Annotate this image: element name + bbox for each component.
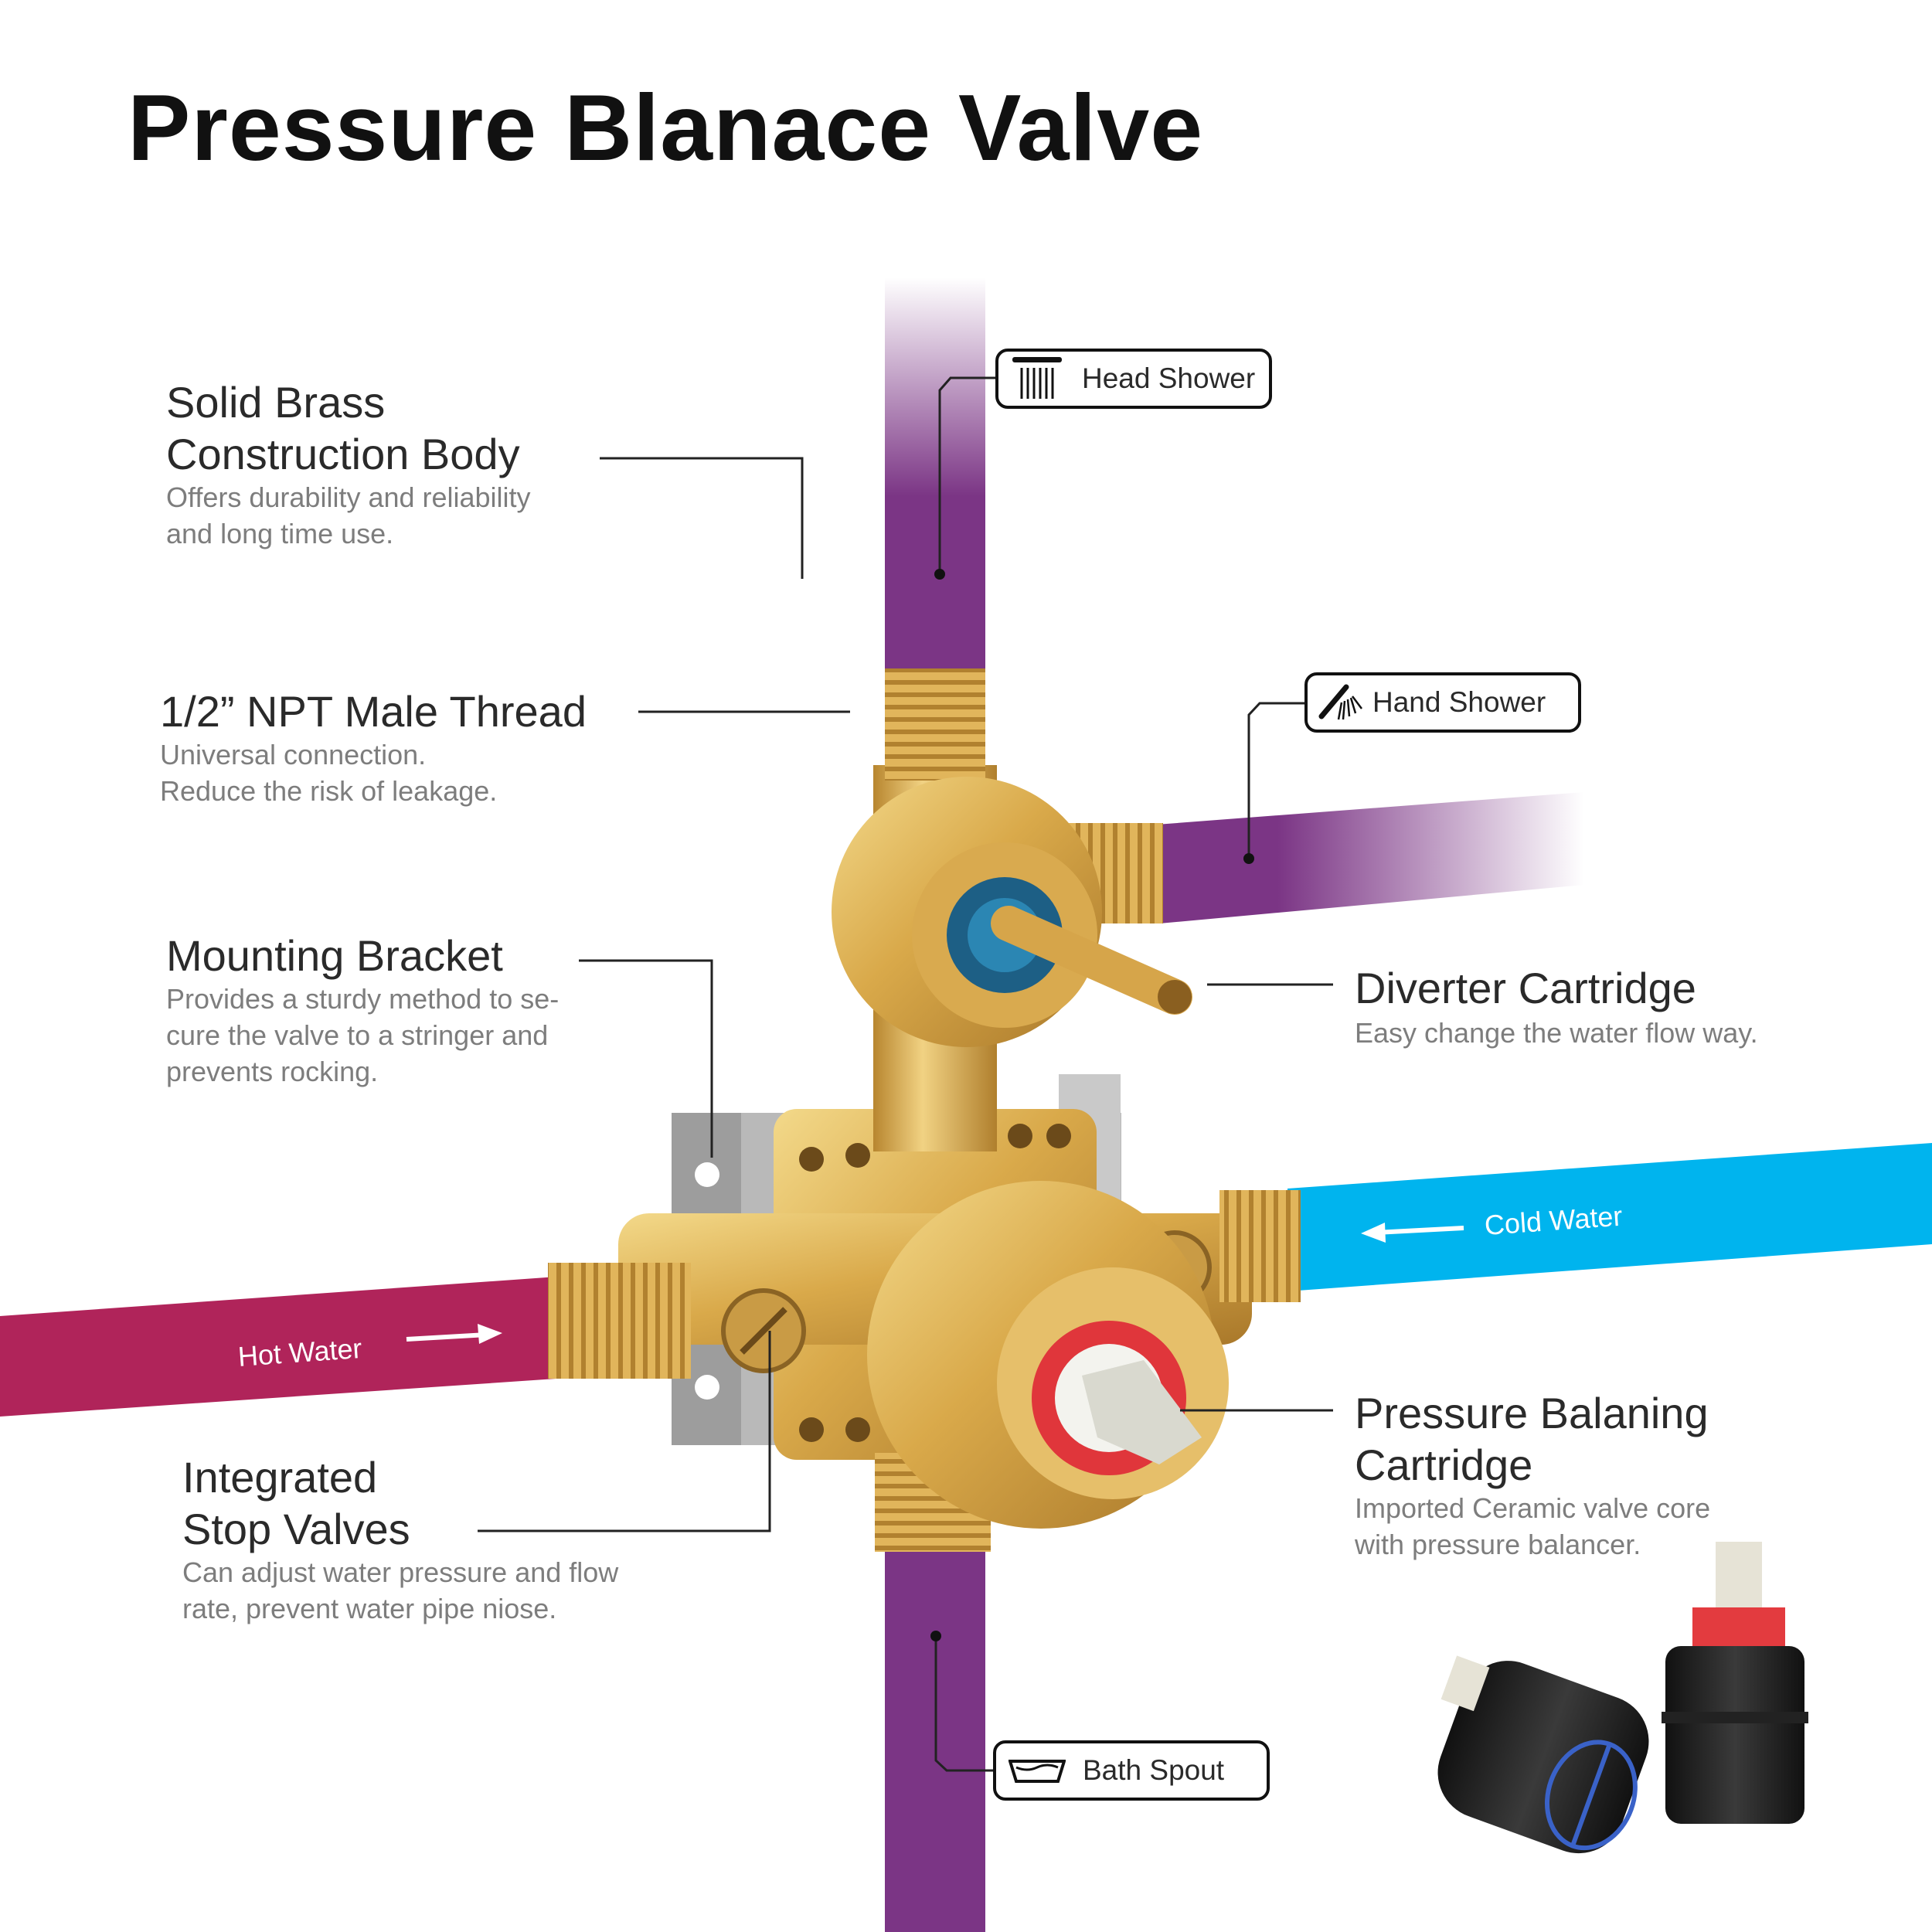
head-shower-icon (1012, 357, 1062, 399)
description-line: cure the valve to a stringer and (166, 1019, 549, 1051)
head-shower-label: Head Shower (1082, 362, 1256, 394)
npt-thread-cold (1219, 1190, 1301, 1302)
heading-line: Pressure Balaning (1355, 1389, 1709, 1437)
description-line: Universal connection. (160, 739, 427, 770)
description-line: rate, prevent water pipe niose. (182, 1593, 557, 1624)
cold-water-pipe (1287, 1143, 1932, 1291)
description-line: Provides a sturdy method to se- (166, 983, 560, 1015)
bath-spout-label: Bath Spout (1083, 1754, 1225, 1786)
heading-line: Diverter Cartridge (1355, 964, 1696, 1012)
hand-shower-pipe (1146, 792, 1584, 923)
description-line: and long time use. (166, 518, 394, 549)
description-line: Reduce the risk of leakage. (160, 775, 498, 807)
description-line: Can adjust water pressure and flow (182, 1556, 619, 1588)
page-title: Pressure Blanace Valve (128, 75, 1204, 180)
heading-line: Construction Body (166, 430, 520, 478)
description-line: prevents rocking. (166, 1056, 379, 1087)
npt-thread-hot (548, 1263, 691, 1379)
solid-brass-description: Offers durability and reliability and lo… (166, 479, 531, 552)
mounting-bracket-description: Provides a sturdy method to se- cure the… (166, 981, 559, 1090)
npt-thread-top (885, 668, 985, 781)
pressure-cartridge-description: Imported Ceramic valve core with pressur… (1355, 1490, 1710, 1563)
head-shower-pipe (885, 277, 985, 675)
pressure-cartridge-lying (1437, 1655, 1649, 1854)
diverter-heading: Diverter Cartridge (1355, 962, 1696, 1014)
pressure-cartridge-standing (1662, 1542, 1808, 1824)
description-line: Easy change the water flow way. (1355, 1017, 1758, 1049)
hand-shower-label: Hand Shower (1372, 686, 1546, 718)
description-line: with pressure balancer. (1355, 1529, 1641, 1560)
stop-valves-heading: Integrated Stop Valves (182, 1451, 410, 1555)
diverter-stem (991, 906, 1192, 1015)
diverter-description: Easy change the water flow way. (1355, 1015, 1758, 1051)
bathtub-icon (1009, 1760, 1066, 1783)
hand-shower-icon (1318, 684, 1362, 720)
leader-lines (478, 376, 1333, 1772)
description-line: Imported Ceramic valve core (1355, 1492, 1711, 1524)
valve-body (548, 668, 1301, 1552)
heading-line: Solid Brass (166, 378, 386, 427)
heading-line: Cartridge (1355, 1440, 1533, 1489)
hot-water-pipe (0, 1275, 579, 1417)
pressure-cartridge-heading: Pressure Balaning Cartridge (1355, 1387, 1709, 1491)
npt-thread-heading: 1/2” NPT Male Thread (160, 685, 587, 737)
hand-shower-tag: Hand Shower (1304, 672, 1581, 733)
heading-line: 1/2” NPT Male Thread (160, 687, 587, 736)
heading-line: Integrated (182, 1453, 378, 1502)
cold-flow-arrow-icon (1361, 1223, 1464, 1243)
heading-line: Mounting Bracket (166, 931, 503, 980)
hot-flow-arrow-icon (406, 1324, 502, 1344)
bath-spout-tag: Bath Spout (993, 1740, 1270, 1801)
solid-brass-heading: Solid Brass Construction Body (166, 376, 520, 480)
head-shower-tag: Head Shower (995, 349, 1272, 409)
heading-line: Stop Valves (182, 1505, 410, 1553)
mounting-bracket-heading: Mounting Bracket (166, 930, 503, 981)
npt-thread-description: Universal connection. Reduce the risk of… (160, 736, 497, 809)
description-line: Offers durability and reliability (166, 481, 531, 513)
stop-valves-description: Can adjust water pressure and flow rate,… (182, 1554, 618, 1627)
